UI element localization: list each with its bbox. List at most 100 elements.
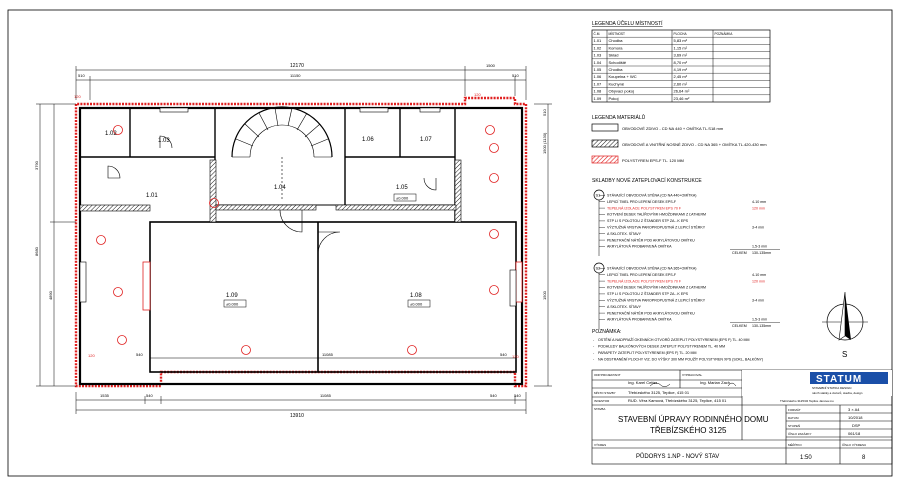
dim-left-1: 3790	[34, 160, 39, 170]
table-cell: 1.03	[594, 53, 603, 58]
composition-value: 1,5-3 mm	[752, 318, 767, 322]
project2: TŘEBÍZSKÉHO 3125	[650, 426, 727, 435]
table-cell: Obývací pokoj	[609, 89, 634, 94]
material-text-1: OBVODOVÉ ZDIVO - CD NA 440 + OMÍTKA TL.S…	[622, 126, 724, 131]
material-text-3: POLYSTYREN EPS-F TL. 120 MM	[622, 158, 684, 163]
insulation-outline	[74, 96, 528, 388]
north-arrow: S	[822, 291, 868, 359]
table-cell: 5,83 m²	[674, 38, 688, 43]
composition-line: VÝZTUŽNÁ VRSTVA PAROPROPUSTNÁ Z LEPICÍ S…	[607, 298, 706, 303]
dim-bottom-total: 13910	[290, 413, 304, 419]
table-cell: 1.02	[594, 45, 603, 50]
material-swatch-red	[591, 155, 619, 164]
room-label-1-05: 1.05	[396, 185, 408, 191]
composition-line: STÁVAJÍCÍ OBVODOVÁ STĚNA (CD NA 365+OMÍT…	[607, 266, 697, 271]
room-level-1-05: ±0.000	[396, 196, 409, 201]
table-cell: 1.09	[594, 96, 603, 101]
dim-right-1: 1500	[542, 290, 547, 300]
composition-line: STP LI S POLOTOU Z ŠTANDER STP ZA...K EP…	[607, 218, 689, 223]
insulation-mark: 120	[474, 92, 481, 97]
insulation-mark: 120	[88, 353, 95, 358]
lbl-investor: MÍSTO STAVBY	[594, 391, 616, 395]
composition-line: A SKLOTEX. SÍTAVY	[607, 305, 642, 309]
room-label-1-06: 1.06	[362, 137, 374, 143]
material-text-2: OBVODOVÉ A VNITŘNÍ NOSNÉ ZDIVO - CD NA 3…	[622, 142, 767, 147]
north-label: S	[842, 350, 847, 359]
composition-line: PENETRAČNÍ NÁTĚR POD AKRYLÁTOVOU OMÍTKU	[607, 310, 695, 315]
author: Ing. Karel Cetter	[628, 380, 658, 385]
scale: 1:50	[800, 455, 812, 461]
hatched-wall	[454, 159, 462, 223]
composition-value: 3-4 mm	[752, 299, 764, 303]
hatched-wall	[79, 204, 151, 212]
door-swing	[279, 209, 303, 233]
drawn: Ing. Marian Zach	[700, 380, 730, 385]
dim-top-5: 510	[512, 73, 519, 78]
lbl-stavba: STAVBA	[594, 407, 605, 411]
dim-bottom-4: 540	[490, 393, 497, 398]
project: STAVEBNÍ ÚPRAVY RODINNÉHO DOMU	[618, 415, 769, 424]
stage: DSP	[852, 423, 861, 428]
level-box	[223, 299, 247, 308]
table-cell: 26,64 m²	[674, 89, 690, 94]
composition-line: A SKLOTEX. SÍTAVY	[607, 232, 642, 236]
signature	[649, 382, 671, 387]
composition-total-label: CELKEM	[732, 251, 747, 255]
composition-line: KOTVENÍ DESEK TALÍŘOVÝMI HMOŽDINKAMI Z Ľ…	[607, 285, 706, 290]
dim-top-4: 1500	[486, 63, 496, 68]
composition-value: 4-10 mm	[752, 273, 766, 277]
lbl-sheet: ČÍSLO VÝKRESU	[842, 442, 866, 447]
composition-value: 4-10 mm	[752, 200, 766, 204]
company-sub: STAVEBNÍ STATIKA DESIGN	[812, 386, 851, 390]
lbl-scale: MĚŘÍTKO	[788, 442, 802, 447]
legend-rooms-title: LEGENDA ÚČELU MÍSTNOSTÍ	[592, 20, 663, 27]
window	[159, 107, 189, 113]
table-cell: Chodba	[609, 38, 624, 43]
number: 061/18	[848, 431, 861, 436]
note-bullet: -	[593, 345, 595, 349]
hatched-wall	[209, 159, 217, 223]
window	[515, 261, 523, 303]
window	[359, 107, 389, 113]
dim-right-2: 1500 (1130)	[542, 132, 547, 154]
insulation-mark: 120	[74, 94, 81, 99]
composition-total-label: CELKEM	[732, 324, 747, 328]
hatched-wall	[215, 204, 317, 211]
dim-top-2: 12170	[290, 63, 304, 69]
table-cell: Sklad	[609, 53, 619, 58]
material-swatch-hatch	[591, 139, 619, 148]
level-box	[393, 193, 417, 202]
lbl-place: INVESTOR	[594, 399, 610, 403]
table-header: PLOCHA	[674, 32, 688, 36]
table-header: POZNÁMKA	[715, 32, 734, 36]
section-markers	[96, 125, 499, 355]
table-cell: 2,60 m²	[674, 81, 688, 86]
table-cell: Pokoj	[609, 96, 619, 101]
investor: Třebízského 3125, Teplice, 415 01	[628, 390, 690, 395]
composition-line: TEPELNÁ IZOLACE POLYSTYREN EPS 70 F	[607, 279, 682, 283]
insulation-mark: 120	[512, 354, 519, 359]
table-cell: Komora	[609, 45, 624, 50]
table-cell: 3,69 m²	[674, 53, 688, 58]
company-sub2: návrh statiky a dozorů, stavba, design	[812, 391, 863, 395]
composition-line: AKRYLÁTOVÁ PROBARVENÁ OMÍTKA	[607, 318, 672, 322]
table-cell: Schodiště	[609, 60, 627, 65]
main-rooms-block	[149, 221, 517, 373]
place: RUD. Věra Kamová, Třebízského 3125, Tepl…	[628, 398, 727, 403]
sheet-number: 8	[862, 455, 866, 461]
composition-line: LEPICÍ TMEL PRO LEPENÍ DESEK EPS-F	[607, 200, 677, 204]
lbl-stage: STUPEŇ	[788, 423, 800, 428]
lbl-number: ČÍSLO ZAKÁZKY	[788, 431, 812, 436]
note-item: OSTĚNÍ A NADPRAŽÍ OKENNÍCH OTVORŮ ZATEPL…	[598, 337, 750, 342]
table-cell: 2,45 m²	[674, 74, 688, 79]
composition-line: LEPICÍ TMEL PRO LEPENÍ DESEK EPS-F	[607, 273, 677, 277]
composition-value: 120 mm	[752, 279, 765, 283]
dim-top-1: 510	[78, 73, 85, 78]
composition-line: STP LI S POLOTOU Z ŠTANDER STP ZA...K EP…	[607, 291, 689, 296]
door-swing	[159, 135, 173, 149]
dim-left-3: 4890	[48, 290, 53, 300]
note-bullet: -	[593, 358, 595, 362]
